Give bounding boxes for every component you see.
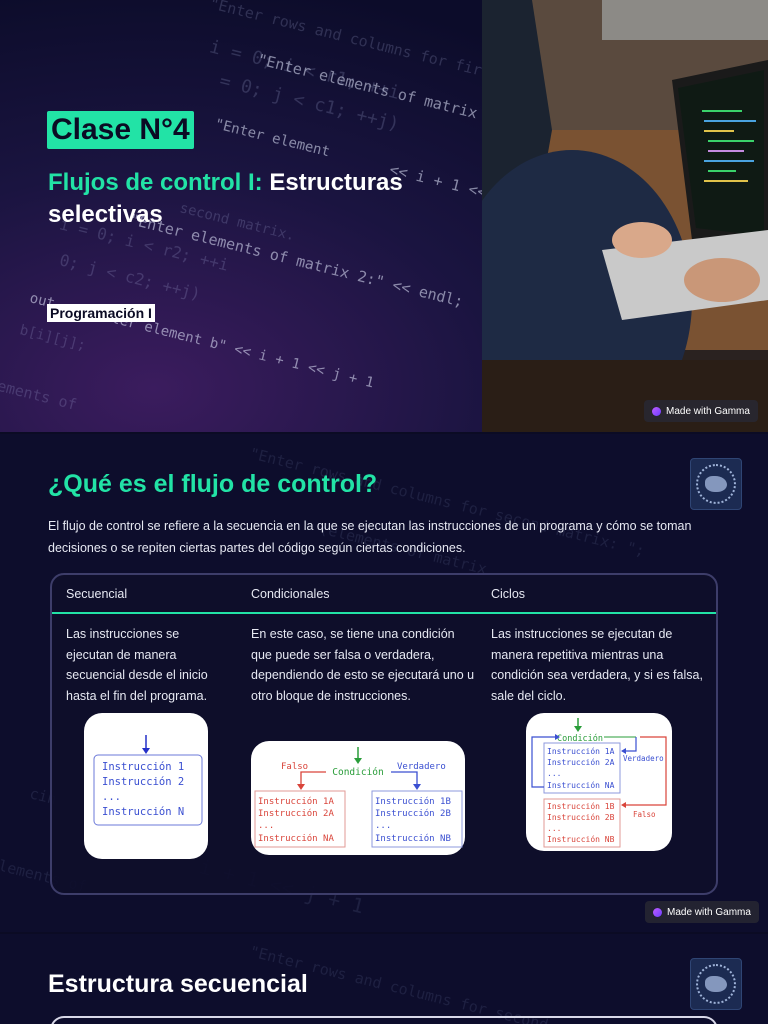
cond-false-line: Instrucción 1A	[258, 796, 334, 807]
cond-true-line: ...	[375, 821, 391, 831]
code-line: "Enter element	[213, 116, 332, 161]
lesson-subtitle: Flujos de control I: Estructuras selecti…	[48, 167, 468, 231]
subtitle-rest: Estructuras selectivas	[48, 169, 403, 228]
made-with-gamma-badge[interactable]: Made with Gamma	[645, 901, 759, 923]
sequential-diagram: Instrucción 1 Instrucción 2 ... Instrucc…	[84, 713, 208, 859]
seq-line: Instrucción 1	[102, 761, 184, 773]
gamma-icon	[652, 406, 661, 416]
loop-line: Instrucción 2A	[547, 757, 615, 767]
loop-condition: Condición	[557, 733, 603, 744]
conditional-diagram: Condición Falso Verdadero Instrucción 1A…	[251, 741, 465, 855]
slide-heading: ¿Qué es el flujo de control?	[48, 470, 378, 498]
cond-true-line: Instrucción 2B	[375, 808, 451, 819]
logo-seal-icon	[696, 964, 736, 1004]
loop-line: Instrucción 1A	[547, 746, 615, 756]
cell-ciclos: Las instrucciones se ejecutan de manera …	[491, 627, 703, 703]
cond-true-label: Verdadero	[397, 762, 446, 772]
content-card-top	[50, 1016, 718, 1024]
gamma-icon	[653, 907, 662, 917]
table-header-row: Secuencial Condicionales Ciclos	[52, 575, 716, 614]
seq-line: ...	[102, 791, 121, 803]
logo-seal-icon	[696, 464, 736, 504]
loop-false-label: Falso	[633, 810, 656, 819]
gamma-label: Made with Gamma	[667, 906, 751, 918]
loop-exit-line: Instrucción 1B	[547, 801, 615, 811]
loop-exit-line: Instrucción NB	[547, 834, 615, 844]
photo-illustration	[482, 0, 768, 432]
university-logo	[690, 458, 742, 510]
slide-heading: Estructura secuencial	[48, 970, 308, 998]
loop-true-label: Verdadero	[623, 754, 664, 763]
made-with-gamma-badge[interactable]: Made with Gamma	[644, 400, 758, 422]
intro-paragraph: El flujo de control se refiere a la secu…	[48, 519, 692, 555]
cond-condition: Condición	[332, 767, 383, 778]
code-line: elements of	[0, 372, 79, 414]
seq-line: Instrucción 2	[102, 776, 184, 788]
sequential-structure-slide: "Enter rows and columns for second matri…	[0, 934, 768, 1024]
cond-false-label: Falso	[281, 762, 308, 772]
loop-exit-line: Instrucción 2B	[547, 812, 615, 822]
university-logo	[690, 958, 742, 1010]
cond-false-line: Instrucción NA	[258, 833, 334, 844]
header-ciclos: Ciclos	[491, 587, 526, 601]
seq-line: Instrucción N	[102, 806, 184, 818]
loop-line: ...	[547, 769, 561, 778]
gamma-label: Made with Gamma	[666, 405, 750, 417]
loop-line: Instrucción NA	[547, 780, 615, 790]
cond-false-line: Instrucción 2A	[258, 808, 334, 819]
control-flow-slide: "Enter rows and columns for second matri…	[0, 434, 768, 932]
cond-true-line: Instrucción 1B	[375, 796, 451, 807]
cell-secuencial: Las instrucciones se ejecutan de manera …	[66, 627, 208, 703]
laptop-photo: Made with Gamma	[482, 0, 768, 432]
cond-false-line: ...	[258, 821, 274, 831]
cond-true-line: Instrucción NB	[375, 833, 451, 844]
cell-condicionales: En este caso, se tiene una condición que…	[251, 627, 475, 703]
course-tag: Programación I	[47, 304, 155, 322]
code-line: b[i][j];	[18, 322, 88, 355]
loop-diagram: Condición Instrucción 1A Instrucción 2A …	[526, 713, 672, 851]
control-flow-table: Secuencial Condicionales Ciclos Las inst…	[50, 573, 718, 895]
title-slide: "Enter rows and columns for first matrix…	[0, 0, 768, 432]
header-secuencial: Secuencial	[66, 587, 128, 601]
loop-exit-line: ...	[547, 824, 561, 833]
subtitle-accent: Flujos de control I:	[48, 169, 263, 196]
lesson-title: Clase N°4	[47, 111, 194, 149]
header-condicionales: Condicionales	[251, 587, 330, 601]
